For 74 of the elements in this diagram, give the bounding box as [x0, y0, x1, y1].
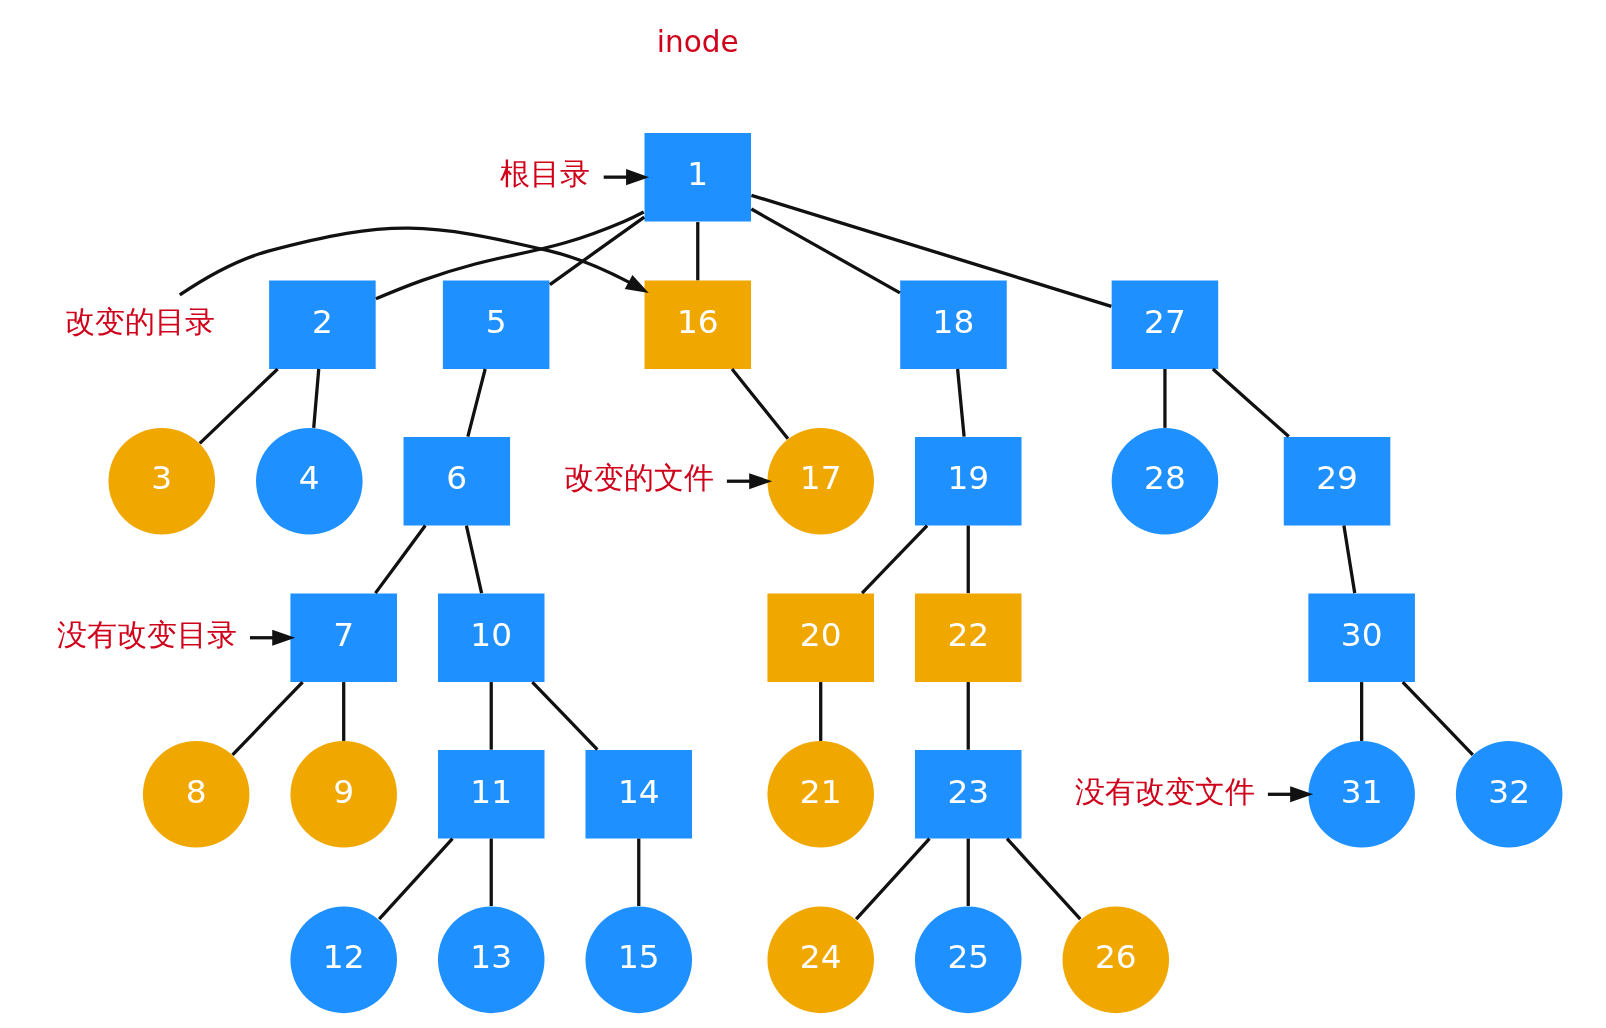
node-text: 没有改变目录 [56, 617, 237, 652]
connector [530, 680, 599, 751]
connector [548, 215, 645, 286]
connector [489, 682, 493, 750]
node-box: 30 [1307, 593, 1415, 682]
arrow [603, 169, 649, 186]
node-text: 没有改变文件 [1074, 774, 1255, 809]
node-box: 29 [1283, 436, 1390, 526]
node-circle: 17 [766, 427, 874, 535]
connector [1162, 369, 1167, 428]
connector [464, 525, 483, 594]
connector [374, 210, 644, 301]
connector [695, 222, 699, 281]
connector [198, 367, 279, 445]
node-circle: 28 [1111, 427, 1218, 535]
connector [1211, 367, 1290, 438]
connector [730, 367, 789, 440]
node-circle: 26 [1062, 906, 1169, 1014]
node-circle: 12 [289, 906, 397, 1014]
connector [966, 525, 970, 594]
connector [854, 837, 931, 921]
node-circle: 4 [255, 427, 363, 535]
node-text: 改变的文件 [563, 461, 714, 496]
node-box: 18 [899, 280, 1007, 369]
node-box: 10 [437, 593, 544, 682]
connector [1359, 682, 1363, 741]
connector [818, 682, 822, 741]
node-circle: 3 [108, 427, 215, 535]
connector [860, 524, 928, 595]
node-circle: 15 [585, 906, 692, 1014]
node-text: 根目录 [499, 157, 590, 192]
connector [955, 368, 966, 437]
node-box: 5 [442, 280, 549, 369]
node-box: 27 [1111, 280, 1218, 369]
node-label: inode [656, 24, 739, 59]
connector [311, 368, 320, 428]
node-box: 7 [289, 593, 397, 682]
connector [1401, 680, 1474, 757]
node-box: 14 [585, 750, 692, 839]
node-box: 23 [914, 750, 1021, 839]
connector [750, 193, 1112, 308]
connector [373, 524, 427, 595]
node-box: 1 [644, 132, 751, 222]
arrow [178, 226, 649, 297]
node-box: 16 [644, 280, 751, 369]
node-circle: 32 [1455, 741, 1562, 848]
connector [230, 680, 304, 757]
arrow [726, 473, 772, 490]
arrow [249, 629, 295, 646]
node-box: 22 [914, 593, 1021, 682]
node-box: 6 [403, 436, 510, 526]
node-box: 2 [268, 280, 376, 369]
connector [1005, 837, 1081, 921]
connector [966, 838, 970, 907]
node-circle: 8 [142, 741, 249, 848]
node-box: 19 [914, 436, 1021, 526]
connector [1341, 525, 1356, 594]
node-circle: 31 [1307, 741, 1415, 848]
node-circle: 25 [914, 906, 1021, 1014]
arrow [1267, 786, 1313, 803]
node-circle: 24 [766, 906, 874, 1014]
connector [341, 682, 345, 741]
node-text: 改变的目录 [64, 304, 215, 339]
connector [489, 838, 493, 907]
connector [636, 838, 640, 907]
node-box: 20 [766, 593, 874, 682]
connector [750, 207, 901, 295]
connector [377, 837, 454, 921]
connector [465, 368, 487, 437]
connector [966, 682, 970, 750]
node-circle: 21 [766, 741, 874, 848]
node-box: 11 [437, 750, 544, 839]
node-circle: 9 [289, 741, 397, 848]
node-circle: 13 [437, 906, 544, 1014]
